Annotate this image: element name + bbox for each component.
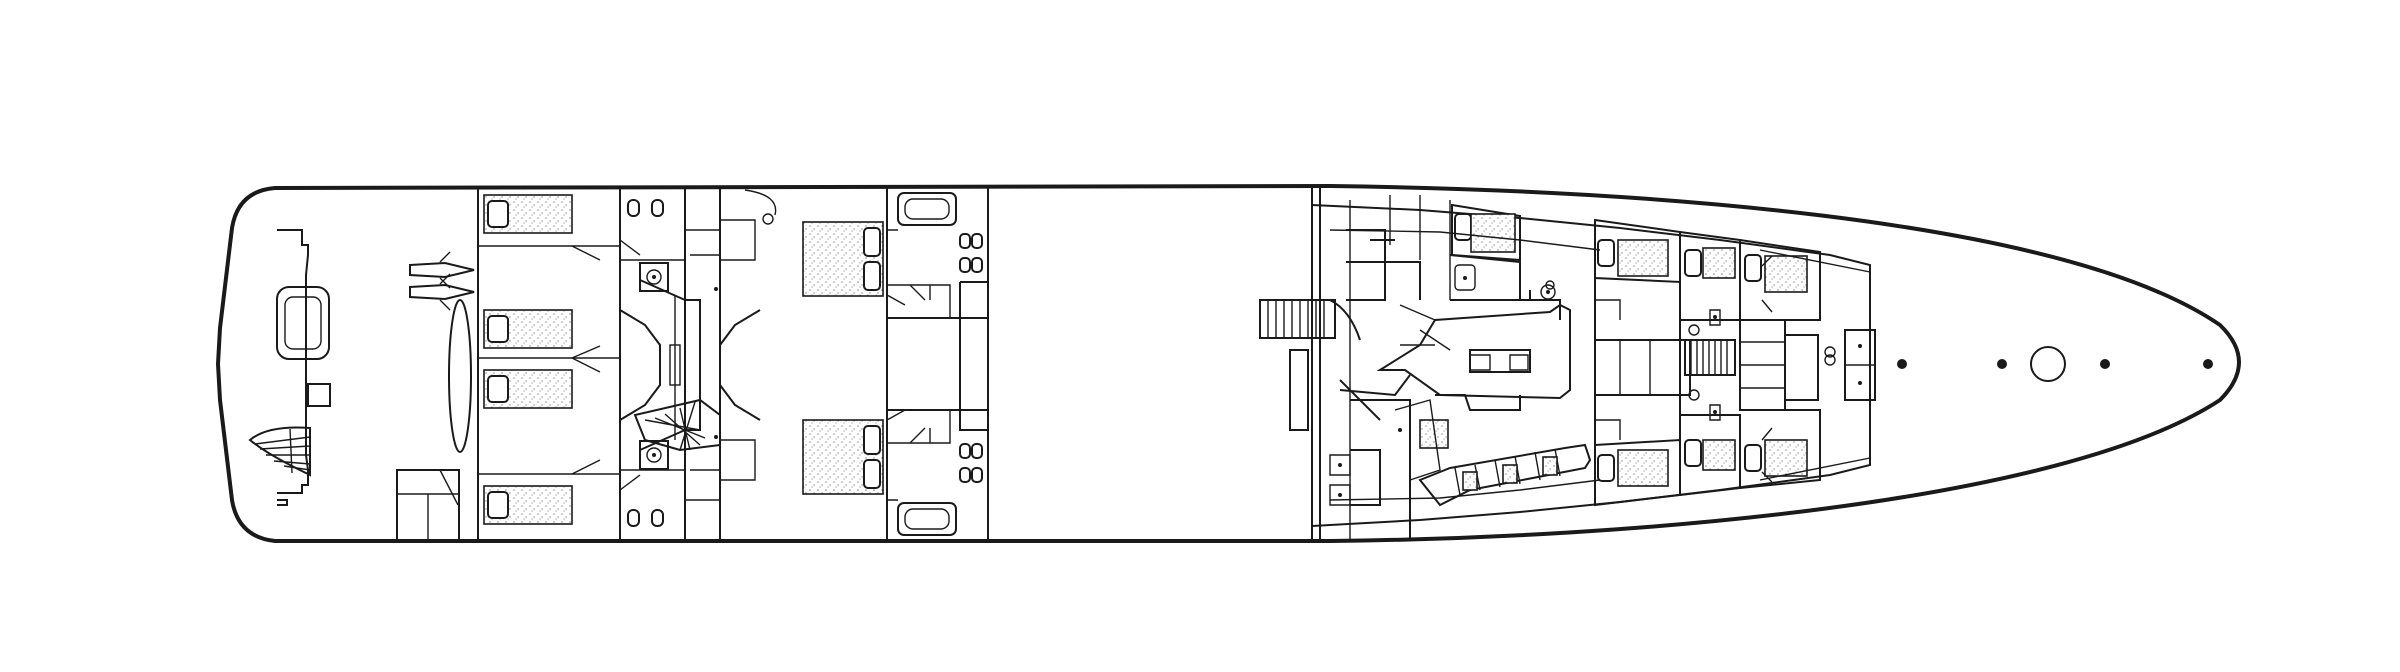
aft-deck [248,229,475,541]
crew-cabin-upper-1 [1451,203,1521,262]
crew-cabin-lower-2 [1594,438,1681,507]
bollard-2 [1997,359,2007,369]
jet-ski-2 [409,273,475,311]
toilet-pair-upper [627,199,664,217]
basin-upper [639,262,669,292]
toilet-pair-lower [627,509,664,527]
bunk-1 [483,194,573,234]
crew-cabin-row-lower [1418,443,1592,507]
bathtub-upper [897,192,957,226]
crew-cabin-upper-4 [1739,239,1821,321]
crew-cabin-upper-3 [1679,231,1741,321]
foredeck-fittings [1897,346,2213,382]
bollard-4 [2203,359,2213,369]
aft-spiral-stair [248,426,311,477]
central-spiral-stair [633,398,721,452]
bollard-1 [1897,359,1907,369]
stern-seating [276,286,330,360]
aft-guest-cabins [478,194,620,525]
bunk-3 [483,369,573,409]
bathtub-lower [897,502,957,536]
bulkheads [477,186,1321,541]
central-lobby [619,279,761,452]
anchor-windlass [2030,346,2066,382]
forward-entry-stair [1259,299,1361,341]
bollard-3 [2100,359,2110,369]
forward-crew-area [1259,195,1876,540]
basin-lower [639,440,669,470]
heads-zone [619,189,777,527]
bunk-2 [483,309,573,349]
hull-outline [215,183,2241,543]
stateroom-bed-upper [802,221,884,297]
crew-cabin-lower-4 [1739,409,1821,489]
stateroom-bed-lower [802,419,884,495]
toilet-pair-right-upper [959,233,983,273]
stern-hatch [307,383,331,407]
toilet-pair-right-lower [959,443,983,483]
forward-crew-stair [1684,339,1736,376]
bunk-4 [483,485,573,525]
crew-cabin-lower-3 [1679,414,1741,496]
tender-boat [448,299,472,453]
guest-staterooms [802,192,989,536]
